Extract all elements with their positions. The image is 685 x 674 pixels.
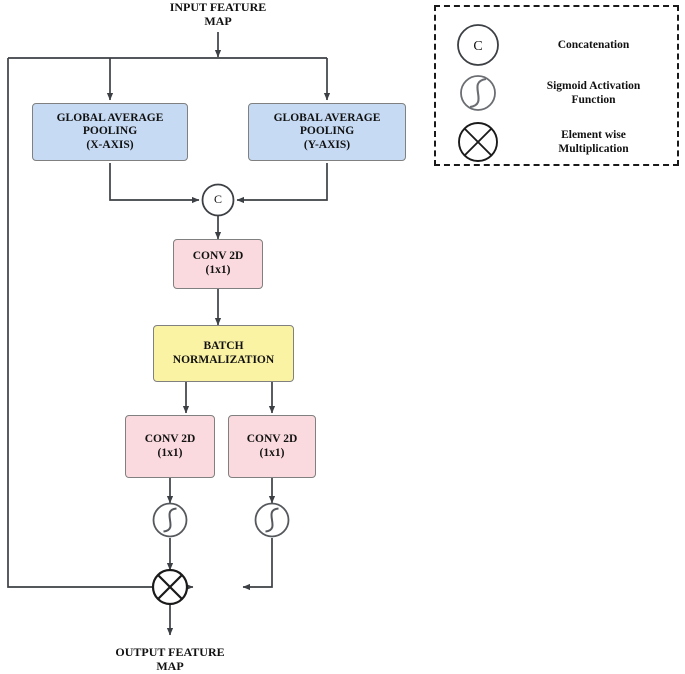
conv2d-right-box[interactable]: CONV 2D (1x1) bbox=[228, 415, 316, 478]
global-average-pooling-x-box[interactable]: GLOBAL AVERAGE POOLING (X-AXIS) bbox=[32, 103, 188, 161]
output-feature-map-label: OUTPUT FEATURE MAP bbox=[115, 645, 225, 674]
sigmoid-node-right-icon bbox=[254, 502, 290, 538]
concatenation-circle-icon: C bbox=[436, 23, 520, 67]
global-average-pooling-y-box[interactable]: GLOBAL AVERAGE POOLING (Y-AXIS) bbox=[248, 103, 406, 161]
edge-pooling-y-to-concat bbox=[236, 163, 328, 204]
multiplication-circle-icon bbox=[436, 120, 520, 164]
sigmoid-circle-icon bbox=[436, 71, 520, 115]
conv2d-top-box[interactable]: CONV 2D (1x1) bbox=[173, 239, 263, 289]
svg-text:C: C bbox=[473, 39, 482, 54]
legend-item-sigmoid: Sigmoid Activation Function bbox=[436, 68, 681, 118]
multiplication-node-icon bbox=[151, 568, 189, 606]
legend-label-sigmoid: Sigmoid Activation Function bbox=[546, 79, 641, 106]
legend-item-multiplication: Element wise Multiplication bbox=[436, 117, 681, 167]
batch-normalization-box[interactable]: BATCH NORMALIZATION bbox=[153, 325, 294, 382]
legend-label-concatenation: Concatenation bbox=[557, 38, 630, 51]
legend-panel: C Concatenation Sigmoid Activation Funct… bbox=[434, 5, 679, 166]
conv2d-left-box[interactable]: CONV 2D (1x1) bbox=[125, 415, 215, 478]
sigmoid-node-left-icon bbox=[152, 502, 188, 538]
legend-label-multiplication: Element wise Multiplication bbox=[558, 128, 629, 155]
concatenation-node-label: C bbox=[213, 192, 222, 206]
edge-sigmoid-right-to-multiply bbox=[242, 538, 273, 591]
legend-item-concatenation: C Concatenation bbox=[436, 20, 681, 70]
input-feature-map-label: INPUT FEATURE MAP bbox=[169, 0, 267, 29]
edge-pooling-x-to-concat bbox=[109, 163, 200, 204]
